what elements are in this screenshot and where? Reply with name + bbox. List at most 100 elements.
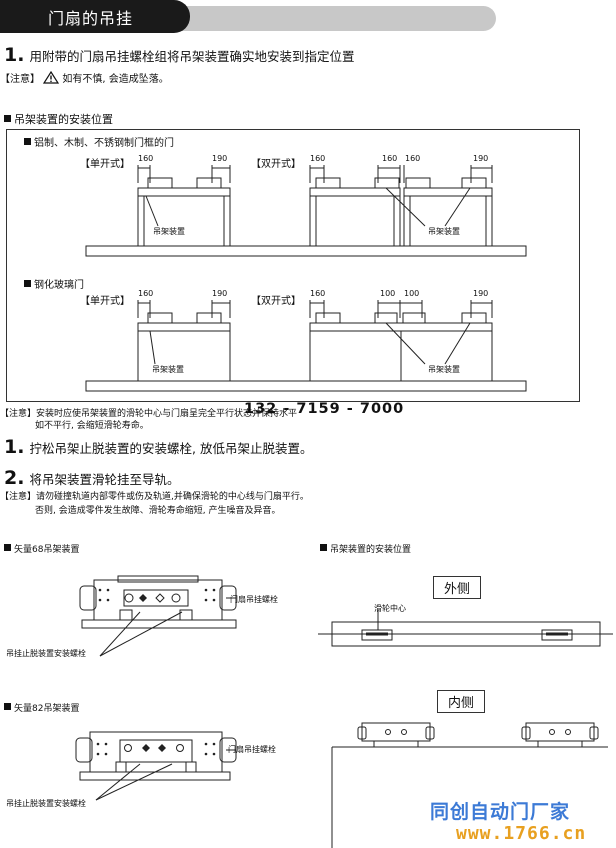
step-2: 1. 拧松吊架止脱装置的安装螺栓, 放低吊架止脱装置。 xyxy=(4,436,313,458)
bullet-square-icon xyxy=(4,115,11,122)
position-title: 吊架装置的安装位置 xyxy=(320,542,411,555)
pulley-center-label: 滑轮中心 xyxy=(374,604,406,613)
step-number: 2. xyxy=(4,467,25,489)
wheel-left xyxy=(75,737,93,763)
hanger-label: 吊架装置 xyxy=(428,226,460,236)
leader-line xyxy=(99,611,141,657)
aluminum-single-label: 【单开式】 xyxy=(80,159,130,170)
bullet-square-icon xyxy=(24,280,31,287)
hanger-block xyxy=(315,312,341,324)
hanger-base xyxy=(537,740,583,748)
dim-label: 160 xyxy=(405,154,420,163)
leader-line xyxy=(149,330,156,365)
door-bolt-label-68: 门扇吊挂螺栓 xyxy=(230,595,278,604)
diamond-icon xyxy=(155,593,165,603)
floor-rail xyxy=(85,245,527,257)
note-tag: 【注意】 xyxy=(0,492,37,502)
hanger-base xyxy=(373,740,419,748)
note-2-line2: 如不平行, 会缩短滑轮寿命。 xyxy=(35,421,149,431)
bullet-square-icon xyxy=(4,544,11,551)
bolt-dot xyxy=(212,598,216,602)
bullet-square-icon xyxy=(4,703,11,710)
diamond-icon xyxy=(139,594,147,602)
hanger68-title: 矢量68吊架装置 xyxy=(4,542,79,555)
leader-line xyxy=(95,763,173,801)
diamond-icon xyxy=(142,744,150,752)
door-bolt-label-82: 门扇吊挂螺栓 xyxy=(228,745,276,754)
bolt-icon xyxy=(401,729,407,735)
hanger-block xyxy=(196,312,222,324)
step-number: 1. xyxy=(4,436,25,458)
warning-icon xyxy=(43,70,60,84)
watermark-title: 同创自动门厂家 xyxy=(430,801,571,823)
floor-rail xyxy=(85,380,527,392)
hanger-block xyxy=(461,177,487,189)
bolt-dot xyxy=(98,598,102,602)
stop-block xyxy=(185,761,197,773)
bolt-dot xyxy=(212,588,216,592)
door-frame-left xyxy=(403,195,411,247)
door-rail xyxy=(79,771,231,781)
bolt-dot xyxy=(212,742,216,746)
dim-label: 100 xyxy=(404,289,419,298)
step-text: 拧松吊架止脱装置的安装螺栓, 放低吊架止脱装置。 xyxy=(29,441,313,456)
install-section-title: 吊架装置的安装位置 xyxy=(4,111,113,127)
door-frame-right xyxy=(223,195,231,247)
stop-block xyxy=(115,761,127,773)
glass-single-label: 【单开式】 xyxy=(80,296,130,307)
door-frame-left xyxy=(137,195,145,247)
step-1-note: 【注意】 如有不慎, 会造成坠落。 xyxy=(0,70,169,85)
bolt-dot xyxy=(106,598,110,602)
bolt-icon xyxy=(549,729,555,735)
note-2: 【注意】安装时应使吊架装置的滑轮中心与门扇呈完全平行状态并保持水平 xyxy=(0,406,297,419)
hanger-label: 吊架装置 xyxy=(153,226,185,236)
step-number: 1. xyxy=(4,44,25,66)
bolt-dot xyxy=(212,752,216,756)
bolt-dot xyxy=(204,588,208,592)
bolt-icon xyxy=(385,729,391,735)
bolt-dot xyxy=(204,598,208,602)
leader-line xyxy=(95,763,141,801)
dim-label: 190 xyxy=(212,154,227,163)
dim-label: 190 xyxy=(473,154,488,163)
note-text: 请勿碰撞轨道内部零件或伤及轨道,并确保滑轮的中心线与门扇平行。 xyxy=(36,492,309,502)
hanger-block xyxy=(147,177,173,189)
bolt-icon xyxy=(176,744,184,752)
install-diagram-frame xyxy=(6,129,580,402)
bolt-dot xyxy=(106,588,110,592)
dim-label: 190 xyxy=(212,289,227,298)
step-3: 2. 将吊架装置滑轮挂至导轨。 xyxy=(4,467,180,489)
door-top-rail xyxy=(309,322,493,332)
pulley-right xyxy=(541,629,573,641)
hanger-body xyxy=(89,731,223,773)
leader-line xyxy=(385,322,426,365)
hanger-block xyxy=(461,312,487,324)
dim-label: 160 xyxy=(310,154,325,163)
step-1: 1. 用附带的门扇吊挂螺栓组将吊架装置确实地安装到指定位置 xyxy=(4,44,355,66)
hanger-block xyxy=(315,177,341,189)
door-top-rail xyxy=(403,187,493,197)
step-3-note: 【注意】请勿碰撞轨道内部零件或伤及轨道,并确保滑轮的中心线与门扇平行。 xyxy=(0,489,309,502)
glass-door-title: 钢化玻璃门 xyxy=(24,276,84,291)
wheel-icon xyxy=(357,726,367,740)
aluminum-door-title: 铝制、木制、不锈钢制门框的门 xyxy=(24,134,174,149)
wheel-icon xyxy=(589,726,599,740)
leader-line xyxy=(145,195,159,227)
hanger82-title: 矢量82吊架装置 xyxy=(4,701,79,714)
step-text: 将吊架装置滑轮挂至导轨。 xyxy=(29,472,180,487)
door-top-rail xyxy=(137,187,231,197)
stop-bolt-label-68: 吊挂止脱装置安装螺栓 xyxy=(6,649,86,658)
door-frame-right xyxy=(485,195,493,247)
door-frame-right xyxy=(393,195,401,247)
hanger-left xyxy=(361,722,431,742)
leader-line xyxy=(444,187,471,227)
install-position-diagram: 160 190 160 160 160 190 吊架装置 吊架装置 160 19… xyxy=(85,154,527,392)
dim-label: 160 xyxy=(138,289,153,298)
door-frame-left xyxy=(309,195,317,247)
bolt-icon xyxy=(124,593,134,603)
hanger-top xyxy=(117,575,199,583)
hanger82-drawing xyxy=(75,731,237,801)
step-3-note-line2: 否则, 会造成零件发生故障、滑轮寿命缩短, 产生噪音及异音。 xyxy=(35,506,281,516)
bullet-square-icon xyxy=(24,138,31,145)
bolt-dot xyxy=(204,742,208,746)
